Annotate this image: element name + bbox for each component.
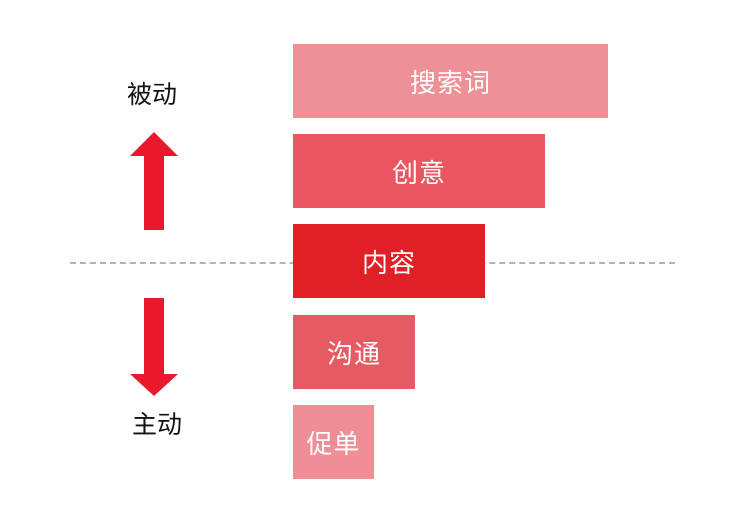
passive-label: 被动 (127, 80, 178, 109)
arrow-down-icon (130, 298, 178, 396)
funnel-bar-label: 创意 (391, 158, 446, 189)
funnel-bar-search-terms: 搜索词 (293, 44, 608, 118)
funnel-bar-communication: 沟通 (293, 315, 415, 389)
funnel-bar-label: 搜索词 (409, 68, 491, 99)
funnel-bar-label: 内容 (361, 248, 416, 279)
funnel-bar-content: 内容 (293, 224, 485, 298)
funnel-bar-conversion: 促单 (293, 405, 374, 479)
funnel-bar-label: 促单 (306, 429, 361, 460)
funnel-bar-creative: 创意 (293, 134, 545, 208)
funnel-bar-label: 沟通 (326, 339, 381, 370)
active-label: 主动 (132, 410, 183, 439)
arrow-up-icon (130, 132, 178, 230)
